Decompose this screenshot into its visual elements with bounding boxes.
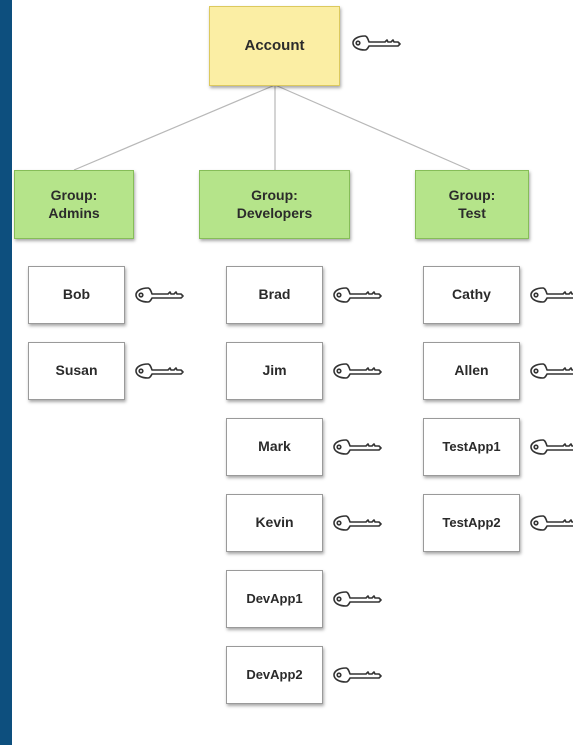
group-label: Group: Test	[448, 187, 496, 221]
key-icon	[333, 667, 382, 683]
group-node: Group: Test	[415, 170, 529, 239]
key-icon	[333, 439, 382, 455]
member-label: Jim	[262, 362, 287, 379]
key-icon	[530, 287, 573, 303]
member-node: Bob	[28, 266, 125, 324]
member-node: TestApp2	[423, 494, 520, 552]
connector-account-admins	[73, 84, 276, 171]
member-node: Jim	[226, 342, 323, 400]
member-node: TestApp1	[423, 418, 520, 476]
member-label: TestApp1	[442, 438, 501, 454]
key-icon	[135, 287, 184, 303]
key-icon	[530, 363, 573, 379]
connector-account-test	[274, 84, 471, 171]
member-node: Kevin	[226, 494, 323, 552]
key-icon	[135, 363, 184, 379]
account-node: Account	[209, 6, 340, 86]
key-icon	[333, 515, 382, 531]
key-icon	[333, 591, 382, 607]
connector-lines	[73, 84, 471, 171]
group-node: Group: Developers	[199, 170, 350, 239]
member-node: Allen	[423, 342, 520, 400]
member-label: TestApp2	[442, 514, 501, 530]
key-icon	[333, 363, 382, 379]
group-node: Group: Admins	[14, 170, 134, 239]
member-label: Brad	[258, 286, 291, 303]
member-label: DevApp2	[246, 666, 303, 682]
member-label: Bob	[62, 286, 91, 303]
member-label: Mark	[258, 438, 291, 455]
key-icon	[530, 439, 573, 455]
member-node: Mark	[226, 418, 323, 476]
group-label: Group: Developers	[236, 187, 313, 221]
member-label: Cathy	[452, 286, 491, 303]
member-node: DevApp1	[226, 570, 323, 628]
account-label: Account	[244, 36, 305, 54]
member-node: DevApp2	[226, 646, 323, 704]
member-label: DevApp1	[246, 590, 303, 606]
key-icon	[352, 35, 401, 51]
key-icon	[333, 287, 382, 303]
member-label: Susan	[55, 362, 98, 379]
key-icon	[530, 515, 573, 531]
member-node: Brad	[226, 266, 323, 324]
group-label: Group: Admins	[48, 187, 100, 221]
member-label: Allen	[454, 362, 489, 379]
member-label: Kevin	[255, 514, 294, 531]
member-node: Susan	[28, 342, 125, 400]
member-node: Cathy	[423, 266, 520, 324]
